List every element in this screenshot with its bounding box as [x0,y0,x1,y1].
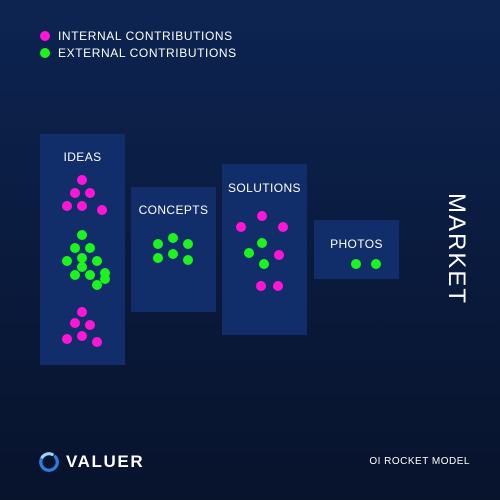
internal-dot-icon [40,30,50,41]
valuer-logo-icon [39,452,59,472]
stage-label-concepts: CONCEPTS [138,203,209,217]
internal-dot [77,201,87,211]
internal-dot [62,334,72,344]
external-dot [77,230,87,240]
external-dot [153,239,163,249]
stage-solutions: SOLUTIONS [222,164,307,335]
external-dot [351,259,361,269]
external-dot [70,270,80,280]
brand-logo: VALUER [38,451,144,473]
market-label: MARKET [434,182,478,316]
internal-dot [85,320,95,330]
brand-name: VALUER [66,452,145,471]
internal-dot [278,222,288,232]
internal-dot [85,188,95,198]
external-dot [168,249,178,259]
footer-model-label: OI ROCKET MODEL [369,456,470,467]
legend-label-external: EXTERNAL CONTRIBUTIONS [58,45,237,60]
internal-dot [257,211,267,221]
stage-ideas: IDEAS [40,134,125,365]
legend-item-external: EXTERNAL CONTRIBUTIONS [40,44,237,61]
stage-label-ideas: IDEAS [63,150,102,164]
external-dot [62,256,72,266]
external-dot [100,274,110,284]
market-label-text: MARKET [443,192,471,306]
internal-dot [62,201,72,211]
external-dot [92,280,102,290]
internal-dot [97,205,107,215]
legend-label-internal: INTERNAL CONTRIBUTIONS [58,28,233,43]
internal-dot [274,250,284,260]
internal-dot [256,281,266,291]
stage-concepts: CONCEPTS [131,187,216,312]
internal-dot [92,337,102,347]
legend: INTERNAL CONTRIBUTIONS EXTERNAL CONTRIBU… [40,27,237,61]
external-dot [183,239,193,249]
external-dot [259,259,269,269]
external-dot [153,253,163,263]
external-dot [85,243,95,253]
external-dot [371,259,381,269]
internal-dot [77,175,87,185]
external-dot [77,253,87,263]
external-dot [183,255,193,265]
external-dot [257,238,267,248]
stage-photos: PHOTOS [314,220,399,279]
external-dot-icon [40,47,50,58]
external-dot [85,270,95,280]
legend-item-internal: INTERNAL CONTRIBUTIONS [40,27,237,44]
external-dot [77,262,87,272]
internal-dot [70,188,80,198]
stage-label-photos: PHOTOS [330,237,383,251]
internal-dot [236,222,246,232]
stage-label-solutions: SOLUTIONS [228,181,301,195]
internal-dot [70,318,80,328]
internal-dot [77,331,87,341]
external-dot [70,243,80,253]
external-dot [168,233,178,243]
internal-dot [77,307,87,317]
internal-dot [273,281,283,291]
external-dot [92,256,102,266]
external-dot [244,248,254,258]
external-dot [100,268,110,278]
